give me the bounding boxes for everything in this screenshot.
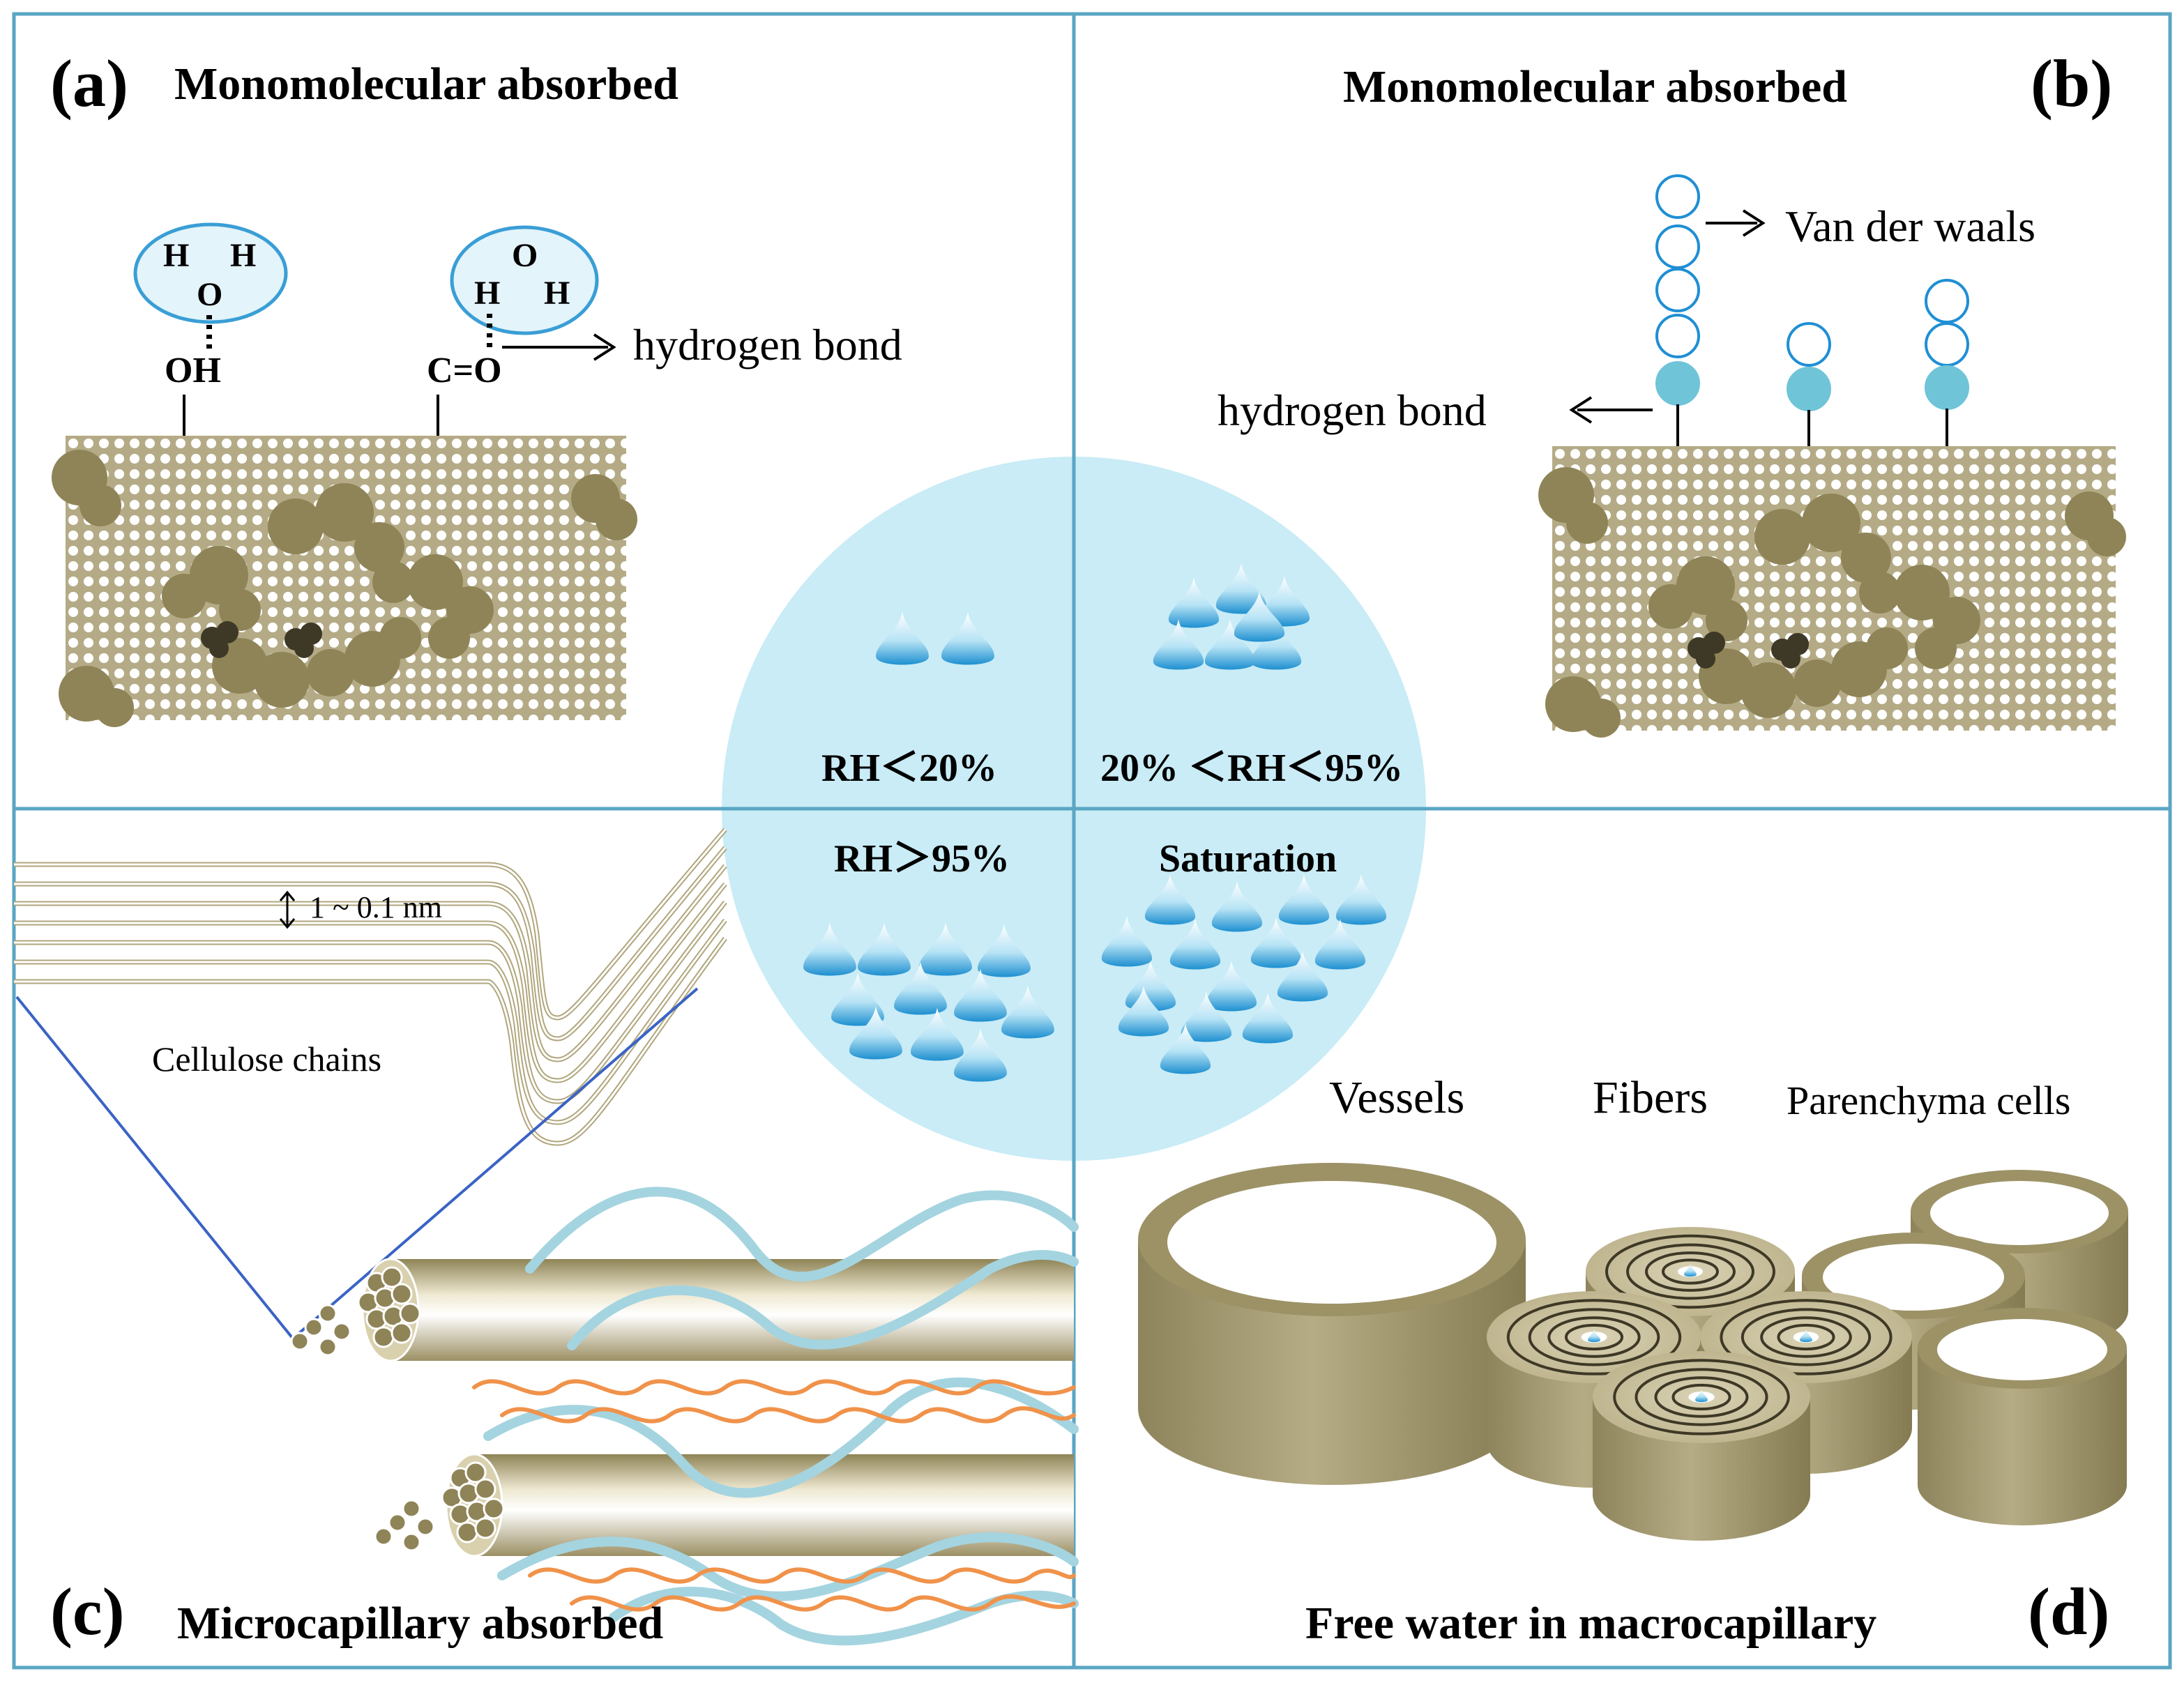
water-drop-icon [1204, 619, 1256, 670]
panel-c-letter: (c) [50, 1574, 125, 1649]
panel-c-title: Microcapillary absorbed [177, 1598, 663, 1649]
water-drop-icon [1799, 1329, 1813, 1343]
vessel-cylinder [1138, 1163, 1526, 1485]
molecule-chain-2 [1787, 322, 1831, 411]
label-hydrogen-bond-b: hydrogen bond [1218, 386, 1487, 435]
group-co: C=O [427, 351, 502, 390]
panel-b-letter: (b) [2031, 46, 2112, 121]
atom-h-left-2: H [230, 237, 256, 274]
water-drop-icon [1101, 916, 1153, 967]
water-drop-icon [954, 1028, 1007, 1082]
water-drop-icon [803, 922, 856, 976]
water-drop-icon [954, 968, 1007, 1022]
label-parenchyma: Parenchyma cells [1787, 1078, 2070, 1123]
water-drop-icon [1169, 919, 1221, 970]
fiber-cylinders [1487, 1227, 1912, 1541]
arrowhead-a [593, 333, 616, 361]
atom-h-right-1: H [474, 275, 500, 312]
atom-h-right-2: H [544, 275, 570, 312]
water-drop-icon [1144, 874, 1196, 925]
water-molecule-right [450, 225, 599, 335]
fiber-cylinder [1593, 1351, 1810, 1541]
label-cellulose-chains: Cellulose chains [152, 1039, 381, 1078]
arrowhead-b [1569, 396, 1593, 424]
center-labels: RH＜20% 20% ＜RH＜95% RH＞95% Saturation [821, 747, 1403, 880]
label-saturation: Saturation [1159, 837, 1337, 880]
water-drop-icon [911, 1007, 964, 1061]
label-rh-lt-20: RH＜20% [821, 747, 997, 790]
panel-b-title: Monomolecular absorbed [1343, 61, 1847, 112]
water-drop-icon [1215, 563, 1267, 614]
water-drop-icon [1277, 951, 1328, 1002]
panel-a-letter: (a) [50, 46, 128, 121]
cellulose-chain-lines [14, 828, 727, 1146]
water-molecule-left [133, 222, 288, 324]
label-fibers: Fibers [1593, 1072, 1708, 1123]
water-drop-icon [1118, 986, 1169, 1037]
water-drop-icon [1242, 993, 1294, 1044]
parenchyma-cylinder-bottom [1918, 1308, 2127, 1525]
panel-frame [12, 12, 2172, 1670]
water-drop-icon [1001, 985, 1054, 1039]
atom-o-right: O [512, 237, 538, 274]
water-drop-icon [1168, 577, 1220, 628]
water-drop-icon [876, 611, 929, 665]
wood-matrix-a [52, 436, 637, 727]
water-drop-icon [1250, 619, 1302, 670]
cellulose-chain-inner-lines [14, 829, 727, 1145]
water-drop-icon [1153, 619, 1204, 670]
water-drop-icon [1234, 591, 1285, 642]
water-drop-icon [1181, 991, 1232, 1042]
water-drop-icon [1125, 961, 1176, 1012]
water-drop-icon [919, 922, 972, 976]
water-drop-icon [1278, 874, 1330, 925]
microfibril-bundle-upper [290, 1258, 1074, 1362]
label-van-der-waals: Van der waals [1785, 201, 2035, 251]
atom-h-left-1: H [163, 237, 189, 274]
water-drop-icon [1314, 919, 1366, 970]
lignin-strands [472, 1379, 1076, 1612]
arrowhead-vdw [1742, 209, 1766, 237]
atom-o-left: O [197, 276, 222, 313]
panel-b: Monomolecular absorbed (b) Van der waals… [1218, 46, 2126, 738]
group-oh: OH [165, 351, 221, 390]
water-drop-icon [849, 1006, 902, 1060]
panel-c: 1 ~ 0.1 nm Cellulose chains [14, 828, 1079, 1649]
water-drop-icon [1206, 961, 1257, 1012]
label-vessels: Vessels [1329, 1072, 1464, 1123]
water-drop-icon [894, 961, 947, 1015]
distance-marker-icon [279, 890, 296, 929]
water-drop-icon [1335, 874, 1387, 925]
label-hydrogen-bond-a: hydrogen bond [633, 320, 902, 369]
hemicellulose-strands [483, 1187, 1079, 1646]
wood-matrix-b [1538, 446, 2126, 738]
water-drop-icon [831, 973, 884, 1026]
panel-a-title: Monomolecular absorbed [174, 59, 678, 109]
water-drop-icon [978, 924, 1031, 977]
molecule-chain-1 [1655, 174, 1700, 406]
water-drop-icon [1683, 1264, 1697, 1277]
label-distance: 1 ~ 0.1 nm [310, 890, 442, 924]
panel-d: Vessels Fibers Parenchyma cells Free wa [1138, 1072, 2128, 1649]
water-drop-icon [858, 922, 911, 976]
panel-d-title: Free water in macrocapillary [1305, 1598, 1876, 1649]
water-drop-icon [1587, 1329, 1601, 1343]
panel-d-letter: (d) [2028, 1574, 2109, 1649]
label-rh-20-95: 20% ＜RH＜95% [1100, 747, 1403, 790]
panel-a: (a) Monomolecular absorbed H H O OH O H … [50, 46, 902, 727]
water-drop-icon [941, 611, 994, 665]
water-drop-icon [1694, 1389, 1708, 1403]
molecule-chain-3 [1925, 279, 1969, 410]
water-drop-icon [1250, 917, 1302, 968]
water-drop-icon [1160, 1023, 1211, 1074]
label-rh-gt-95: RH＞95% [834, 837, 1010, 880]
water-drop-icon [1211, 881, 1263, 932]
